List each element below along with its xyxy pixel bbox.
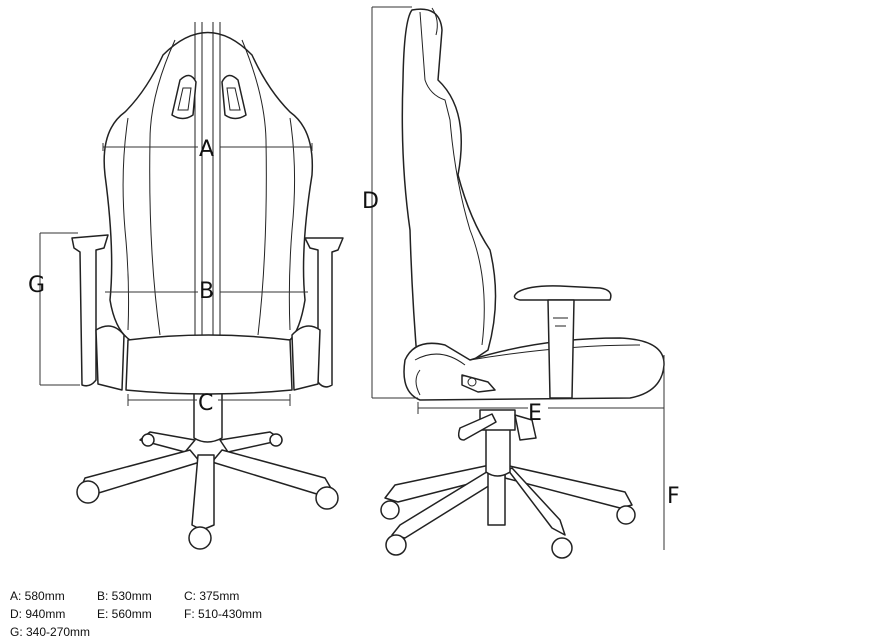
front-view-chair (39, 22, 344, 550)
side-armrest (513, 285, 612, 399)
legend-row: A: 580mm B: 530mm C: 375mm (10, 587, 271, 605)
front-armrests (71, 234, 344, 391)
side-view-chair (371, 6, 665, 559)
side-dimension-lines (371, 6, 665, 550)
label-a: A (199, 137, 214, 162)
label-e: E (528, 401, 542, 426)
legend-row: D: 940mm E: 560mm F: 510-430mm (10, 605, 271, 623)
legend-item-f: F: 510-430mm (184, 607, 263, 621)
front-dimension-lines (39, 143, 313, 406)
legend-item-d: D: 940mm (10, 607, 66, 621)
label-c: C (198, 391, 213, 416)
side-base (380, 409, 636, 559)
legend-item-c: C: 375mm (184, 589, 240, 603)
front-backrest (103, 22, 314, 341)
label-f: F (667, 484, 680, 509)
legend-item-b: B: 530mm (97, 589, 152, 603)
legend-item-a: A: 580mm (10, 589, 65, 603)
legend-item-g: G: 340-270mm (10, 625, 91, 639)
label-g: G (28, 273, 45, 298)
front-seat (125, 334, 293, 395)
label-d: D (362, 189, 379, 214)
recline-lever (461, 374, 496, 393)
label-b: B (199, 279, 214, 304)
legend-item-e: E: 560mm (97, 607, 152, 621)
dimension-legend: A: 580mm B: 530mm C: 375mm D: 940mm E: 5… (10, 587, 271, 641)
side-seat (403, 337, 665, 401)
legend-row: G: 340-270mm (10, 623, 271, 641)
chair-dimension-diagram: A B C D E F G (28, 6, 680, 559)
front-base (76, 389, 339, 550)
side-backrest (401, 8, 497, 373)
